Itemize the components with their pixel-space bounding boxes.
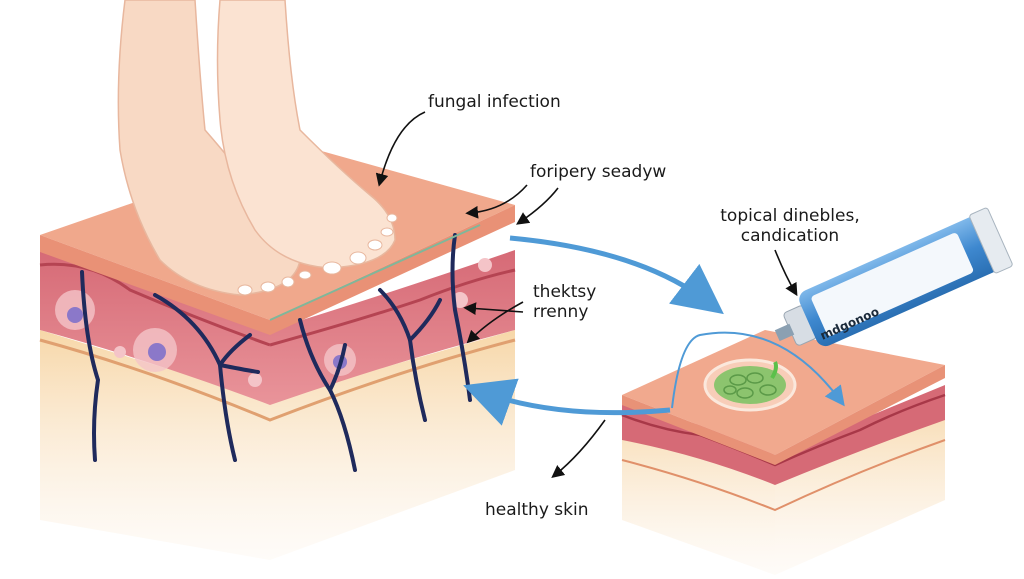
healthy-skin-block xyxy=(621,330,946,575)
feet-illustration xyxy=(117,0,398,296)
label-middle-line2: rrenny xyxy=(533,302,589,322)
infected-skin-block xyxy=(39,145,516,560)
arrow-to-treatment xyxy=(509,235,724,315)
label-healthy-skin: healthy skin xyxy=(485,500,589,520)
leader-lines xyxy=(375,111,798,478)
label-middle-layer: thektsy rrenny xyxy=(533,282,596,322)
label-top-layer: foripery seadyw xyxy=(530,162,667,182)
vein-icon xyxy=(80,233,472,472)
label-treatment: topical dinebles, candication xyxy=(705,206,875,246)
arrow-to-healthy xyxy=(463,378,671,426)
label-middle-line1: thektsy xyxy=(533,282,597,302)
label-treatment-line1: topical dinebles, xyxy=(720,206,860,226)
process-arrows xyxy=(463,235,724,426)
medication-tube-icon xyxy=(774,207,1013,347)
label-treatment-line2: candication xyxy=(740,226,840,246)
label-fungal-infection: fungal infection xyxy=(428,92,561,112)
